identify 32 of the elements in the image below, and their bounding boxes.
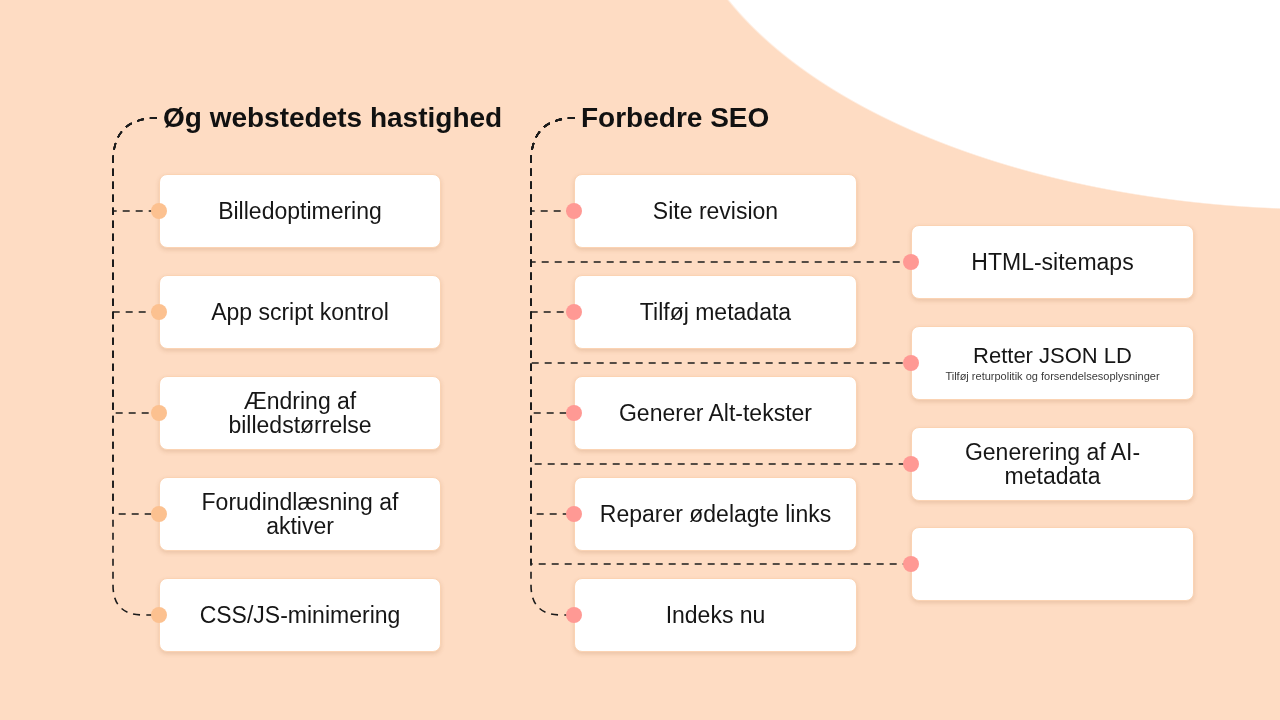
feature-label: Billedoptimering	[218, 199, 382, 223]
feature-card	[574, 477, 857, 551]
feature-card	[911, 225, 1194, 299]
feature-label: Indeks nu	[665, 603, 766, 627]
feature-label: Reparer ødelagte links	[599, 502, 832, 526]
feature-label: Generer Alt-tekster	[619, 401, 812, 425]
dashed-connector	[530, 117, 582, 623]
section-heading: Øg webstedets hastighed	[163, 100, 503, 136]
feature-label: Ændring af billedstørrelse	[227, 389, 373, 437]
blank-card	[911, 527, 1194, 601]
feature-card	[911, 427, 1194, 501]
feature-label: HTML-sitemaps	[971, 250, 1134, 274]
feature-card	[574, 174, 857, 248]
feature-card	[911, 326, 1194, 400]
feature-label: Retter JSON LD	[973, 343, 1132, 369]
feature-card	[574, 578, 857, 652]
feature-card	[159, 174, 441, 248]
feature-card	[574, 275, 857, 349]
feature-label: App script kontrol	[211, 300, 389, 324]
feature-note: Tilføj returpolitik og forsendelsesoplysninger	[945, 369, 1160, 383]
feature-card	[574, 376, 857, 450]
feature-label: Generering af AI-metadata	[963, 440, 1142, 488]
feature-card	[159, 275, 441, 349]
feature-label: Site revision	[652, 199, 779, 223]
feature-card	[159, 477, 441, 551]
dashed-connector	[112, 117, 167, 623]
section-heading: Forbedre SEO	[581, 100, 770, 136]
feature-card	[159, 578, 441, 652]
feature-card	[159, 376, 441, 450]
feature-label: CSS/JS-minimering	[199, 603, 401, 627]
feature-label: Tilføj metadata	[639, 300, 792, 324]
feature-label: Forudindlæsning af aktiver	[200, 490, 400, 538]
